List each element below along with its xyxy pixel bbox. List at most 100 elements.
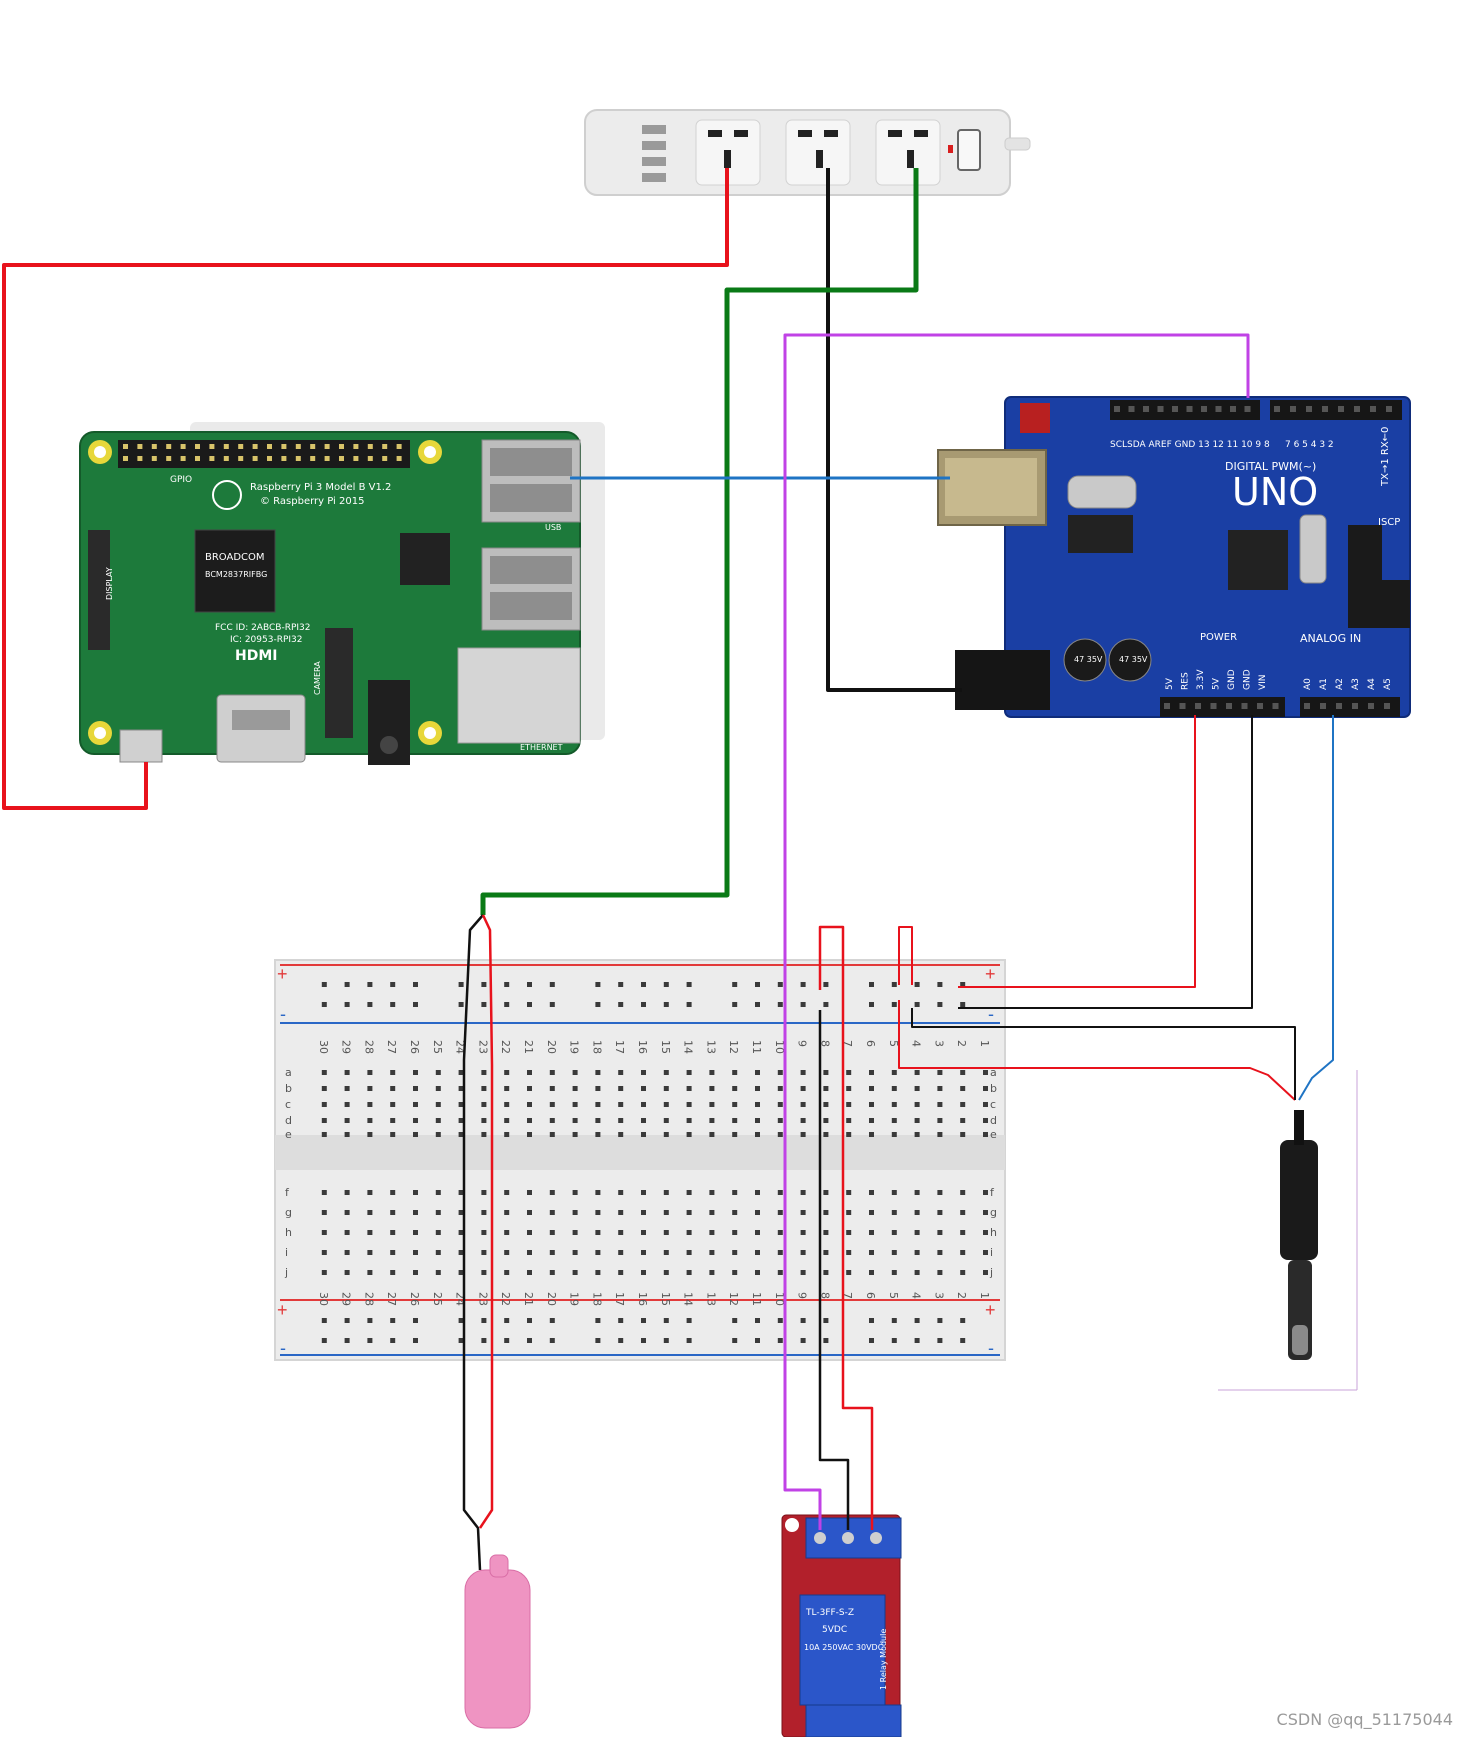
breadboard-row-letter: b <box>990 1082 997 1095</box>
breadboard-column-number: 5 <box>887 1292 900 1299</box>
breadboard-column-number: 14 <box>682 1292 695 1306</box>
breadboard-column-number: 19 <box>568 1292 581 1306</box>
power-pin-label: 3.3V <box>1196 669 1206 690</box>
breadboard-column-number: 26 <box>408 1292 421 1306</box>
power-label: POWER <box>1200 632 1237 643</box>
uno-brand-text: UNO <box>1232 470 1318 514</box>
breadboard-column-number: 15 <box>659 1040 672 1054</box>
analog-pin-label: A4 <box>1367 678 1377 690</box>
breadboard-row-letter: e <box>990 1128 997 1141</box>
rpi-copyright-text: © Raspberry Pi 2015 <box>260 496 364 507</box>
breadboard-row-letter: d <box>990 1114 997 1127</box>
outlet-3 <box>875 119 941 186</box>
usb-ports <box>642 125 666 182</box>
breadboard-row-letter: d <box>285 1114 292 1127</box>
pink-sensor-module <box>464 1554 531 1729</box>
breadboard-column-number: 18 <box>590 1292 603 1306</box>
crystal <box>1067 475 1137 509</box>
wire-black-probe <box>911 1008 1296 1100</box>
wire-red-probe <box>898 1000 1296 1101</box>
soc-chip <box>194 529 276 613</box>
wire-red-rail-jumper <box>898 926 913 985</box>
rail-minus-bottom-left: - <box>280 1338 286 1358</box>
wire-blue-arduino-a0 <box>1298 715 1334 1101</box>
breadboard-column-number: 20 <box>545 1292 558 1306</box>
breadboard-column-number: 30 <box>317 1292 330 1306</box>
display-label: DISPLAY <box>105 567 114 600</box>
breadboard-column-number: 11 <box>750 1292 763 1306</box>
breadboard-row-letter: i <box>285 1246 288 1259</box>
wire-red-strip-to-pi <box>2 168 729 810</box>
breadboard-column-number: 8 <box>818 1040 831 1047</box>
rail-plus-top-left: + <box>277 964 288 984</box>
breadboard-column-number: 7 <box>841 1292 854 1299</box>
breadboard-column-number: 13 <box>704 1040 717 1054</box>
breadboard-row-letter: c <box>990 1098 996 1111</box>
rail-plus-bottom-right: + <box>985 1300 996 1320</box>
breadboard-row-letter: i <box>990 1246 993 1259</box>
rail-minus-top-right: - <box>988 1004 994 1024</box>
breadboard-row-letter: b <box>285 1082 292 1095</box>
breadboard-column-number: 9 <box>796 1040 809 1047</box>
breadboard-column-number: 28 <box>362 1040 375 1054</box>
breadboard-column-number: 5 <box>887 1040 900 1047</box>
breadboard-column-number: 12 <box>727 1040 740 1054</box>
breadboard-column-number: 25 <box>431 1292 444 1306</box>
breadboard-column-number: 8 <box>818 1292 831 1299</box>
power-pin-label: 5V <box>1165 677 1175 690</box>
relay-model-text: TL-3FF-S-Z <box>805 1608 854 1618</box>
breadboard-column-number: 17 <box>613 1040 626 1054</box>
breadboard-column-number: 26 <box>408 1040 421 1054</box>
reset-button <box>1020 403 1050 433</box>
power-pin-label: RES <box>1181 672 1191 690</box>
wire-black-strip-to-arduino <box>826 168 962 692</box>
breadboard-row-letter: h <box>285 1226 292 1239</box>
capacitor-1 <box>1063 638 1107 682</box>
hdmi-label: HDMI <box>235 648 277 664</box>
tx-rx-label: TX→1 RX←0 <box>1380 427 1391 487</box>
breadboard-row-letter: f <box>285 1186 290 1199</box>
breadboard-column-number: 22 <box>499 1292 512 1306</box>
gpio-label: GPIO <box>170 475 192 485</box>
breadboard-row-letter: g <box>285 1206 292 1219</box>
breadboard-column-number: 19 <box>568 1040 581 1054</box>
atmega-chip <box>1228 530 1288 590</box>
rail-minus-bottom-right: - <box>988 1338 994 1358</box>
breadboard-column-number: 11 <box>750 1040 763 1054</box>
breadboard-column-number: 13 <box>704 1292 717 1306</box>
breadboard-column-number: 22 <box>499 1040 512 1054</box>
breadboard-column-number: 27 <box>385 1040 398 1054</box>
outlet-2 <box>785 119 851 186</box>
power-strip <box>584 109 1031 196</box>
breadboard-column-number: 23 <box>476 1292 489 1306</box>
cap-label-1: 47 35V <box>1074 655 1103 664</box>
power-pin-label: VIN <box>1258 674 1268 690</box>
ethernet-port <box>457 647 581 744</box>
rail-plus-bottom-left: + <box>277 1300 288 1320</box>
dc-power-jack <box>955 650 1050 710</box>
analog-in-label: ANALOG IN <box>1300 632 1361 645</box>
power-switch <box>957 129 981 171</box>
breadboard-column-number: 1 <box>978 1040 991 1047</box>
breadboard-column-number: 3 <box>932 1040 945 1047</box>
breadboard-column-number: 6 <box>864 1292 877 1299</box>
breadboard-column-number: 9 <box>796 1292 809 1299</box>
breadboard-column-number: 10 <box>773 1040 786 1054</box>
analog-pin-label: A2 <box>1335 678 1345 690</box>
breadboard-holes <box>321 982 988 1343</box>
breadboard-column-labels: 3030292928282727262625252424232322222121… <box>317 1040 991 1306</box>
breadboard-column-number: 15 <box>659 1292 672 1306</box>
breadboard-column-number: 4 <box>910 1040 923 1047</box>
breadboard-column-number: 16 <box>636 1292 649 1306</box>
wire-red-relay <box>818 925 874 1530</box>
chip-brand-text: BROADCOM <box>205 552 265 563</box>
iscp-header <box>1348 525 1410 628</box>
wire-black-sensor <box>462 914 484 1571</box>
top-pin-labels-left: SCLSDA AREF GND 13 12 11 10 9 8 <box>1110 440 1270 450</box>
relay-voltage-text: 5VDC <box>822 1625 847 1635</box>
ic-text: IC: 20953-RPI32 <box>230 635 303 645</box>
digital-header <box>1110 400 1402 420</box>
iscp-label: ISCP <box>1378 517 1400 528</box>
